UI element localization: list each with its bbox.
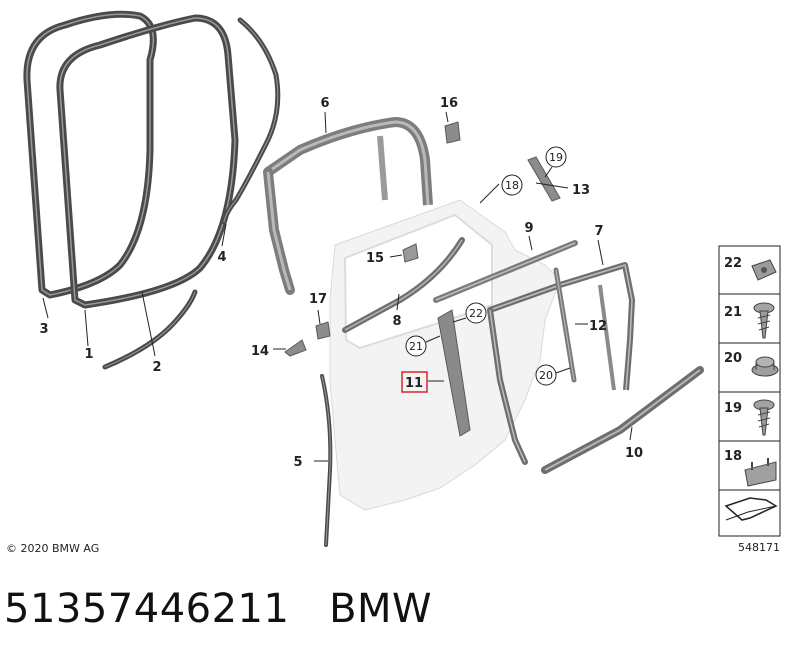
circled-callout-19: 19 (544, 146, 567, 178)
callout-6: 6 (320, 96, 329, 111)
svg-text:20: 20 (539, 369, 553, 382)
part-11-pillar-trim (437, 309, 471, 437)
part-9-moulding (433, 240, 578, 303)
part-13-pillar-trim (527, 156, 561, 202)
circled-callouts: 19 18 22 21 20 (405, 146, 567, 386)
part-4-pillar-seal (221, 17, 281, 225)
part-1-inner-door-seal (56, 14, 239, 309)
circled-callout-20: 20 (535, 364, 557, 386)
fastener-legend: 22 21 20 19 (718, 245, 781, 537)
callout-5: 5 (293, 455, 302, 470)
callout-2: 2 (152, 360, 161, 375)
svg-text:18: 18 (724, 449, 742, 464)
part-7-outer-frame (487, 262, 635, 465)
part-6-window-channel (263, 117, 433, 295)
svg-text:22: 22 (469, 307, 483, 320)
legend-item-21: 21 (724, 302, 775, 339)
callout-1: 1 (84, 347, 93, 362)
callout-11-highlight: 11 (401, 371, 428, 393)
legend-item-20: 20 (724, 351, 779, 377)
circled-callout-22: 22 (465, 302, 487, 324)
svg-text:18: 18 (505, 179, 519, 192)
part-17-cap (315, 321, 331, 340)
callout-3: 3 (39, 322, 48, 337)
circled-callout-18: 18 (501, 174, 523, 196)
callout-4: 4 (217, 250, 226, 265)
legend-item-18: 18 (724, 449, 777, 487)
svg-text:20: 20 (724, 351, 742, 366)
part-number-caption: 51357446211 BMW (4, 586, 433, 632)
clip-nut-icon (751, 259, 777, 281)
callout-7: 7 (594, 224, 603, 239)
part-16-bracket (444, 121, 461, 144)
callout-8: 8 (392, 314, 401, 329)
svg-text:21: 21 (724, 305, 742, 320)
callout-11: 11 (405, 376, 423, 391)
screw-icon (753, 302, 775, 339)
diagram-id: 548171 (738, 541, 780, 554)
svg-text:19: 19 (549, 151, 563, 164)
part-5-lower-seal (320, 374, 333, 547)
part-3-outer-door-seal (23, 10, 157, 299)
part-14-cover (284, 339, 307, 357)
legend-item-19: 19 (724, 399, 775, 436)
callout-12: 12 (589, 319, 607, 334)
svg-text:19: 19 (724, 401, 742, 416)
callout-labels: 3 1 2 4 5 6 16 13 15 8 17 14 9 7 12 10 (39, 96, 643, 470)
leader-lines (42, 111, 633, 462)
callout-10: 10 (625, 446, 643, 461)
arrow-icon (724, 497, 778, 521)
part-15-clip (402, 243, 419, 263)
callout-14: 14 (251, 344, 269, 359)
screw-icon (753, 399, 775, 436)
part-8-channel-strip (342, 237, 465, 333)
callout-16: 16 (440, 96, 458, 111)
callout-9: 9 (524, 221, 533, 236)
legend-item-22: 22 (724, 256, 777, 281)
part-2-lower-seal (102, 289, 198, 370)
callout-15: 15 (366, 251, 384, 266)
part-10-lower-moulding (541, 366, 704, 474)
svg-text:22: 22 (724, 256, 742, 271)
bracket-clip-icon (744, 458, 777, 487)
flange-screw-icon (751, 356, 779, 377)
part-12-guide-rail (553, 267, 577, 383)
circled-callout-21: 21 (405, 335, 427, 357)
copyright-notice: © 2020 BMW AG (6, 542, 100, 555)
callout-13: 13 (572, 183, 590, 198)
callout-17: 17 (309, 292, 327, 307)
svg-text:21: 21 (409, 340, 423, 353)
